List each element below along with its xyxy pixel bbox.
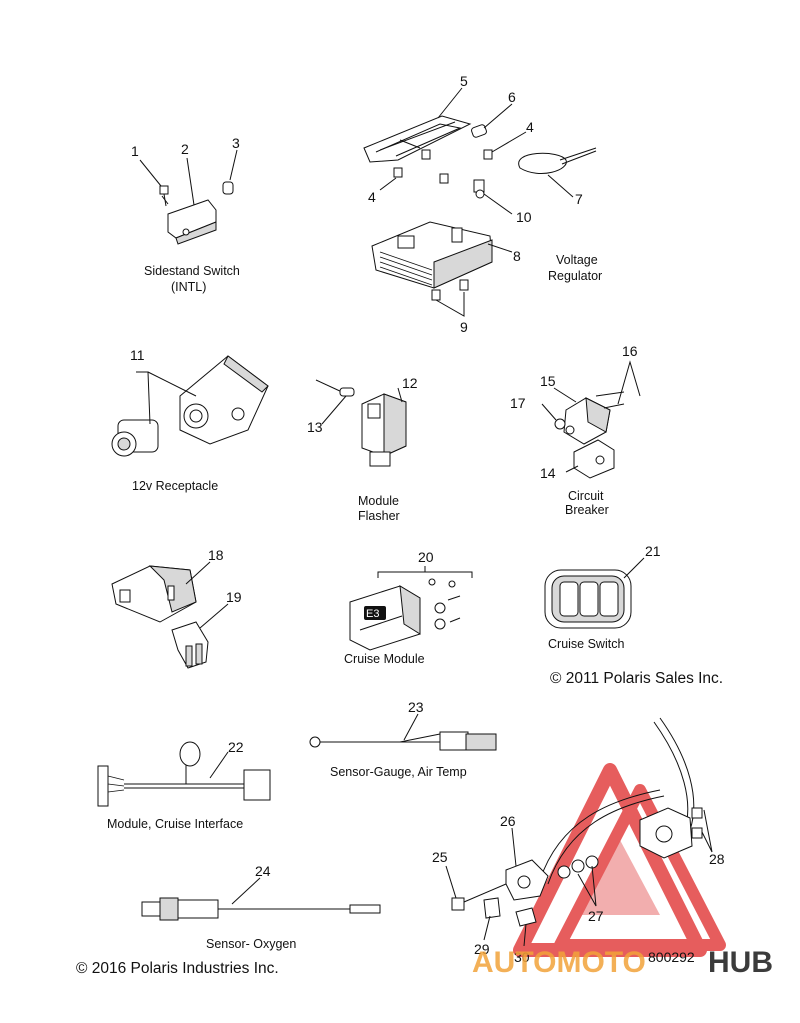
callout-18: 18 [208,547,224,563]
callout-3: 3 [232,135,240,151]
voltage-regulator-group [363,87,597,317]
copyright-2011: © 2011 Polaris Sales Inc. [550,670,723,687]
callout-28: 28 [709,851,725,867]
sidestand-switch-group [139,149,238,245]
callout-5: 5 [460,73,468,89]
watermark-logo [513,763,726,957]
connector-fuse-group [111,561,229,669]
caption-cruise-interface: Module, Cruise Interface [107,817,243,831]
callout-17: 17 [510,395,526,411]
callout-21: 21 [645,543,661,559]
callout-13: 13 [307,419,323,435]
callout-20: 20 [418,549,434,565]
caption-cruise-switch: Cruise Switch [548,637,624,651]
copyright-2016: © 2016 Polaris Industries Inc. [76,960,279,977]
callout-11: 11 [130,347,145,363]
callout-12: 12 [402,375,418,391]
callout-10: 10 [516,209,532,225]
caption-breaker-line1: Circuit [568,489,604,503]
callout-26: 26 [500,813,516,829]
callout-22: 22 [228,739,244,755]
flasher-group [315,379,407,467]
callout-6: 6 [508,89,516,105]
circuit-breaker-group [541,360,641,479]
receptacle-group [111,355,269,457]
caption-voltage-line2: Regulator [548,269,602,283]
callout-8: 8 [513,248,521,264]
watermark-word-automoto: AUTOMOTO [472,946,646,979]
cruise-switch-group [544,557,645,629]
caption-air-temp: Sensor-Gauge, Air Temp [330,765,467,779]
callout-27: 27 [588,908,604,924]
callout-7: 7 [575,191,583,207]
callout-29: 29 [474,941,490,957]
callout-15: 15 [540,373,556,389]
caption-breaker-line2: Breaker [565,503,609,517]
speed-sensor-group [445,717,713,947]
caption-sidestand-line2: (INTL) [171,280,206,294]
callout-4-upper: 4 [526,119,534,135]
caption-cruise-module: Cruise Module [344,652,425,666]
oxygen-sensor-group [141,877,381,921]
callout-1: 1 [131,143,139,159]
caption-flasher-line2: Flasher [358,509,400,523]
callout-25: 25 [432,849,448,865]
callout-19: 19 [226,589,242,605]
svg-text:E3: E3 [366,608,379,620]
callout-2: 2 [181,141,189,157]
caption-flasher-line1: Module [358,494,399,508]
cruise-module-group: E3 [349,566,473,651]
air-temp-sensor-group [309,713,497,751]
caption-voltage-line1: Voltage [556,253,598,267]
watermark-word-hub: HUB [708,946,773,979]
caption-receptacle: 12v Receptacle [132,479,218,493]
cruise-interface-group [97,741,271,807]
caption-sidestand-line1: Sidestand Switch [144,264,240,278]
caption-oxygen: Sensor- Oxygen [206,937,296,951]
callout-16: 16 [622,343,638,359]
diagram-code: 800292 [648,949,695,965]
callout-23: 23 [408,699,424,715]
callout-4-lower: 4 [368,189,376,205]
callout-30: 30 [514,949,530,965]
callout-9: 9 [460,319,468,335]
callout-24: 24 [255,863,271,879]
callout-14: 14 [540,465,556,481]
